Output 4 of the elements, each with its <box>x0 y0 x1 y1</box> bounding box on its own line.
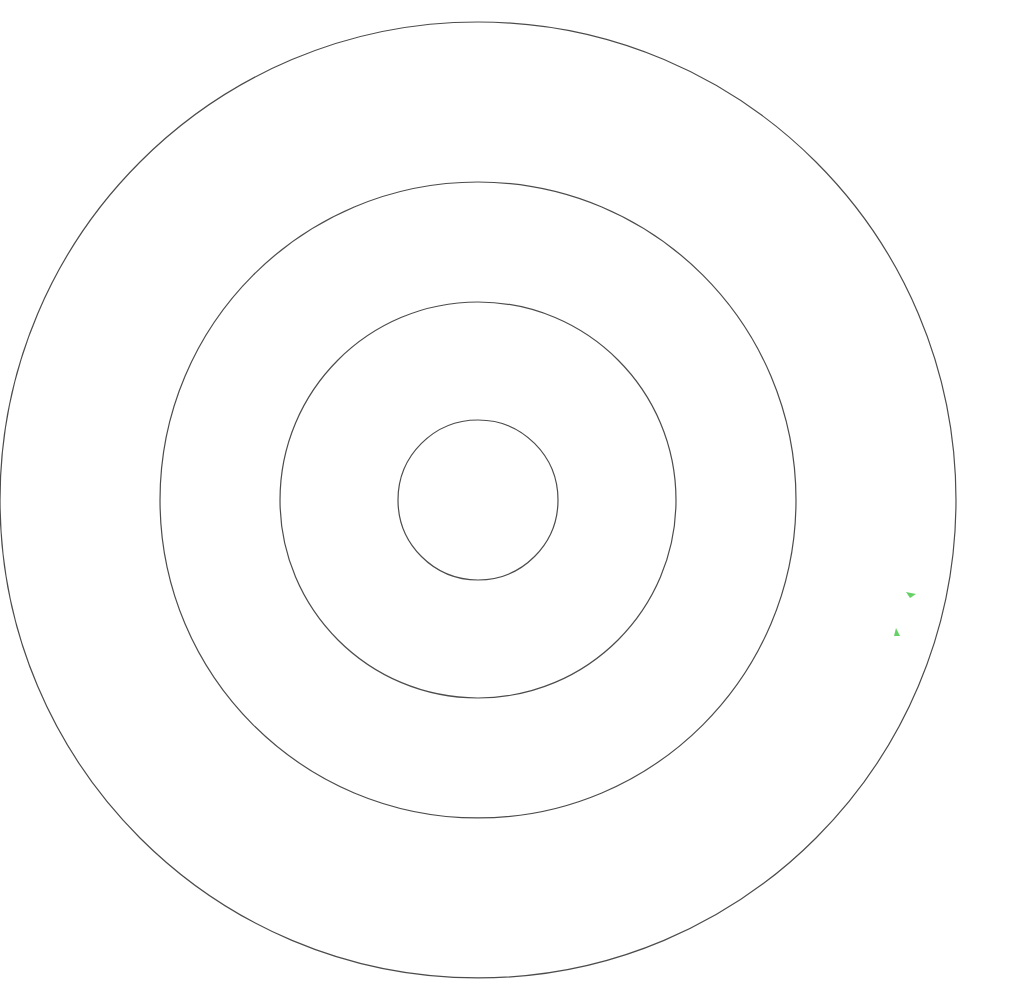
ring <box>0 21 957 979</box>
ring <box>279 301 677 699</box>
ring <box>397 419 559 581</box>
ring <box>159 181 797 819</box>
